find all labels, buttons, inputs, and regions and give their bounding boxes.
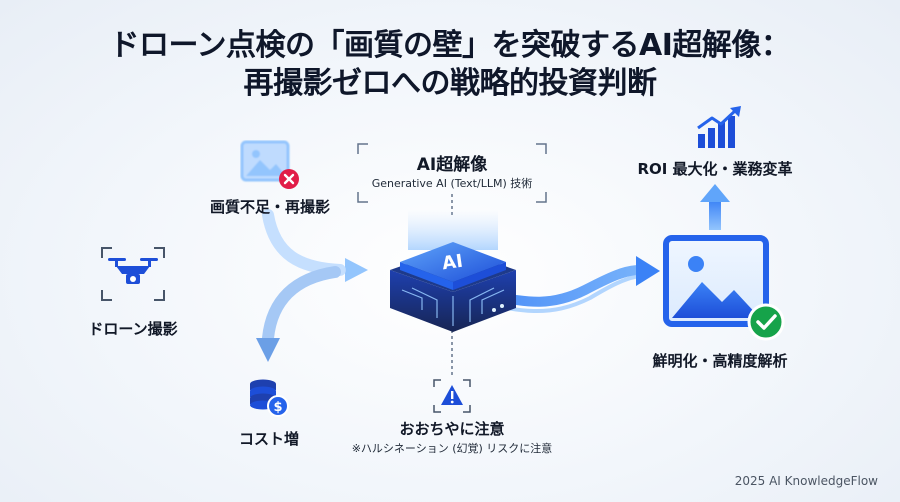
- arrow-result-to-roi: [709, 200, 721, 230]
- arrow-to-cost-curve: [262, 266, 341, 344]
- warning-triangle-icon: [433, 379, 471, 413]
- arrow-result-to-roi-head: [700, 184, 730, 202]
- ai-label-frame: [357, 143, 547, 203]
- roi-node: [694, 104, 744, 150]
- drone-icon: [101, 247, 165, 301]
- clear-image-check-icon: [663, 235, 785, 341]
- roi-label: ROI 最大化・業務変革: [637, 160, 793, 178]
- cost-node: $: [247, 378, 291, 418]
- title-line-2: 再撮影ゼロへの戦略的投資判断: [243, 66, 658, 101]
- poor-quality-node: [240, 140, 302, 190]
- cost-label: コスト増: [238, 430, 299, 448]
- ai-sublabel: Generative AI (Text/LLM) 技術: [371, 177, 533, 190]
- ai-label: AI超解像: [416, 155, 488, 175]
- ai-chip-node: AI: [382, 210, 524, 338]
- warning-node: [432, 378, 472, 414]
- arrow-drone-to-ai-head: [345, 258, 368, 282]
- svg-text:$: $: [273, 400, 282, 415]
- title-line-1: ドローン点検の「画質の壁」を突破するAI超解像：: [109, 28, 791, 63]
- arrow-ai-to-result-head: [636, 256, 660, 286]
- arrow-poor-quality-curve: [262, 209, 346, 276]
- drone-node: [98, 244, 168, 304]
- footer-credit: 2025 AI KnowledgeFlow: [734, 474, 878, 488]
- result-node: [662, 234, 788, 344]
- result-label: 鮮明化・高精度解析: [652, 352, 788, 370]
- blurry-image-error-icon: [240, 140, 299, 189]
- warning-sublabel: ※ハルシネーション (幻覚) リスクに注意: [351, 442, 553, 455]
- ai-chip-text: AI: [441, 251, 464, 275]
- growth-chart-icon: [697, 106, 741, 148]
- coin-stack-icon: $: [250, 379, 289, 417]
- drone-label: ドローン撮影: [88, 320, 178, 338]
- poor-quality-label: 画質不足・再撮影: [209, 198, 330, 216]
- warning-label: おおちやに注意: [399, 420, 505, 438]
- ai-chip-icon: AI: [390, 210, 516, 332]
- arrow-to-cost-head: [256, 338, 280, 362]
